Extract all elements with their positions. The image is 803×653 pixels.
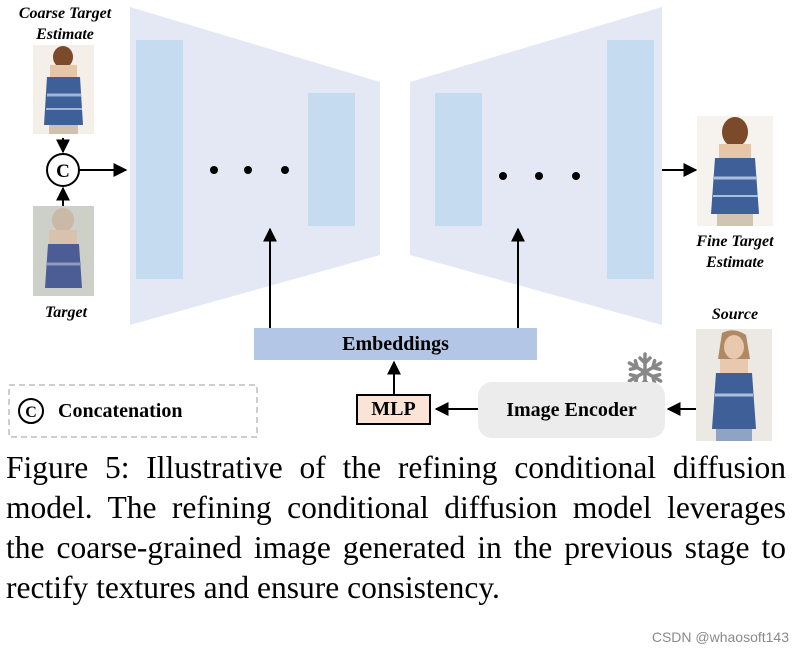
image-encoder-block: Image Encoder bbox=[478, 382, 665, 438]
legend-concat-icon: C bbox=[18, 398, 44, 424]
unet-decoder bbox=[410, 7, 662, 325]
coarse-target-image bbox=[33, 45, 94, 134]
source-image bbox=[696, 329, 772, 441]
figure-caption: Figure 5: Illustrative of the refining c… bbox=[6, 450, 786, 605]
source-label: Source bbox=[711, 306, 759, 323]
concat-icon: C bbox=[46, 153, 80, 187]
fine-target-image bbox=[697, 116, 773, 226]
target-label: Target bbox=[44, 304, 88, 321]
encoder-block-2 bbox=[308, 93, 355, 226]
decoder-ellipsis bbox=[499, 172, 580, 180]
unet-encoder bbox=[130, 7, 380, 325]
fine-target-label: Fine Target Estimate bbox=[696, 233, 774, 271]
legend-label: Concatenation bbox=[58, 399, 183, 422]
encoder-block-1 bbox=[136, 40, 183, 279]
mlp-block: MLP bbox=[356, 394, 431, 425]
decoder-block-1 bbox=[435, 93, 482, 226]
target-image bbox=[33, 206, 94, 296]
legend-box bbox=[8, 384, 258, 438]
decoder-block-2 bbox=[607, 40, 654, 279]
svg-text:C: C bbox=[25, 404, 37, 421]
watermark: CSDN @whaosoft143 bbox=[651, 629, 789, 645]
embeddings-block: Embeddings bbox=[254, 328, 537, 360]
encoder-ellipsis bbox=[210, 166, 289, 174]
coarse-target-label: Coarse Target Estimate bbox=[18, 5, 112, 43]
svg-text:C: C bbox=[56, 161, 70, 182]
diagram-canvas: C C bbox=[8, 7, 698, 438]
